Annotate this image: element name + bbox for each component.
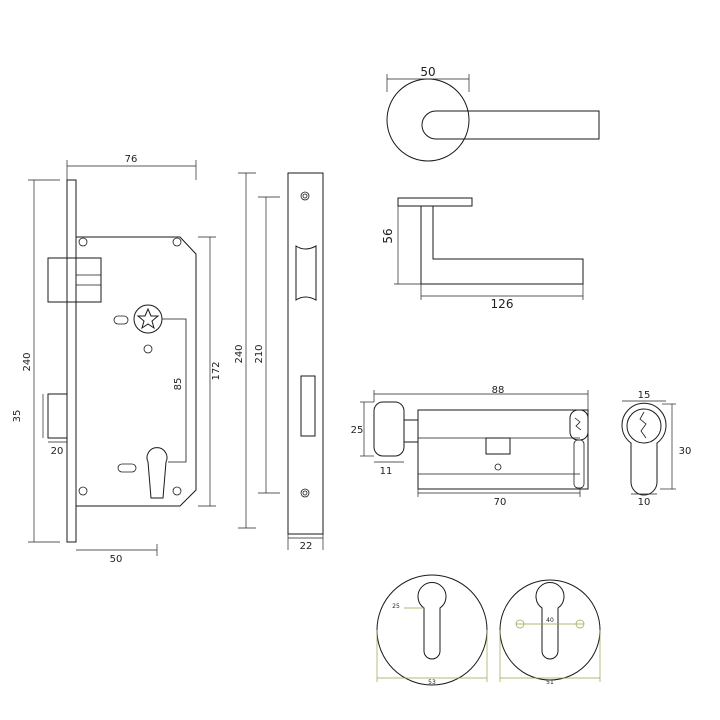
dim-strike-height: 240 xyxy=(234,344,245,363)
cylinder-profile-outline xyxy=(621,402,667,496)
dim-cylinder-length: 88 xyxy=(492,385,505,396)
strike-plate: 240 210 22 xyxy=(234,172,324,552)
bolt-opening xyxy=(300,375,316,437)
dim-case-height: 172 xyxy=(211,361,222,380)
escutcheon-b-keyhole xyxy=(535,582,565,660)
dim-escutcheon-a-keyhole: 25 xyxy=(392,603,400,610)
cylinder-cutout xyxy=(146,447,168,499)
cylinder-body xyxy=(417,409,589,490)
dim-strike-width: 22 xyxy=(300,541,313,552)
screw-hole xyxy=(78,237,88,247)
cylinder-side-view: 88 25 11 70 xyxy=(351,385,589,508)
slot xyxy=(117,463,137,473)
dim-profile-height: 30 xyxy=(679,446,692,457)
dim-spindle-to-cylinder: 85 xyxy=(173,378,184,391)
mortise-lock: 76 240 35 20 172 85 50 xyxy=(12,154,222,565)
dim-rose-diameter: 50 xyxy=(420,65,435,79)
handle-rose xyxy=(386,78,470,162)
dim-thumbturn-offset: 11 xyxy=(380,466,393,477)
cylinder-profile: 15 30 10 xyxy=(621,390,692,508)
handle-lever xyxy=(421,110,600,140)
fixing-hole xyxy=(494,463,502,471)
screw-hole xyxy=(172,237,182,247)
dim-profile-width: 15 xyxy=(638,390,651,401)
escutcheon-a-outline xyxy=(376,574,488,686)
dim-profile-bottom: 10 xyxy=(638,497,651,508)
dim-handle-length: 126 xyxy=(491,297,514,311)
dead-bolt xyxy=(47,393,68,439)
latch-bolt xyxy=(47,257,68,303)
thumbturn-neck xyxy=(403,419,419,443)
dim-lock-width: 76 xyxy=(125,154,138,165)
dim-handle-height: 56 xyxy=(381,228,395,243)
handle-side-view: 56 126 xyxy=(381,197,584,311)
dim-deadbolt-depth: 20 xyxy=(51,446,64,457)
escutcheon-b-outline xyxy=(499,579,601,681)
escutcheon-a: 25 53 xyxy=(376,574,488,686)
dim-thumbturn-height: 25 xyxy=(351,425,364,436)
latch-opening xyxy=(295,245,317,301)
cylinder-plug xyxy=(626,408,662,444)
screw-hole xyxy=(300,488,310,498)
dim-backset: 50 xyxy=(110,554,123,565)
strike-plate-outline xyxy=(287,172,324,535)
latch-bolt-body xyxy=(66,257,102,303)
dim-cylinder-body: 70 xyxy=(494,497,507,508)
handle-top-view: 50 xyxy=(386,65,600,162)
slot xyxy=(113,315,129,325)
screw-hole xyxy=(300,191,310,201)
screw-hole xyxy=(78,486,88,496)
lock-case xyxy=(75,236,197,507)
handle-lever-side xyxy=(420,205,584,285)
dim-deadbolt-height: 35 xyxy=(12,410,23,423)
screw-hole xyxy=(172,486,182,496)
thumbturn xyxy=(373,401,405,457)
dim-escutcheon-b-diameter: 51 xyxy=(546,679,554,686)
lock-faceplate xyxy=(66,179,77,543)
key-face xyxy=(569,409,589,441)
screw-hole xyxy=(143,344,153,354)
dim-faceplate-height: 240 xyxy=(22,352,33,371)
dim-strike-inner: 210 xyxy=(254,344,265,363)
dim-escutcheon-b-holes: 40 xyxy=(546,617,554,624)
dim-escutcheon-a-diameter: 53 xyxy=(428,679,436,686)
cam xyxy=(485,437,511,455)
escutcheon-b: 40 51 xyxy=(499,579,601,686)
follower-star xyxy=(136,307,160,330)
escutcheon-a-keyhole xyxy=(417,582,447,660)
handle-rose-side xyxy=(397,197,473,207)
